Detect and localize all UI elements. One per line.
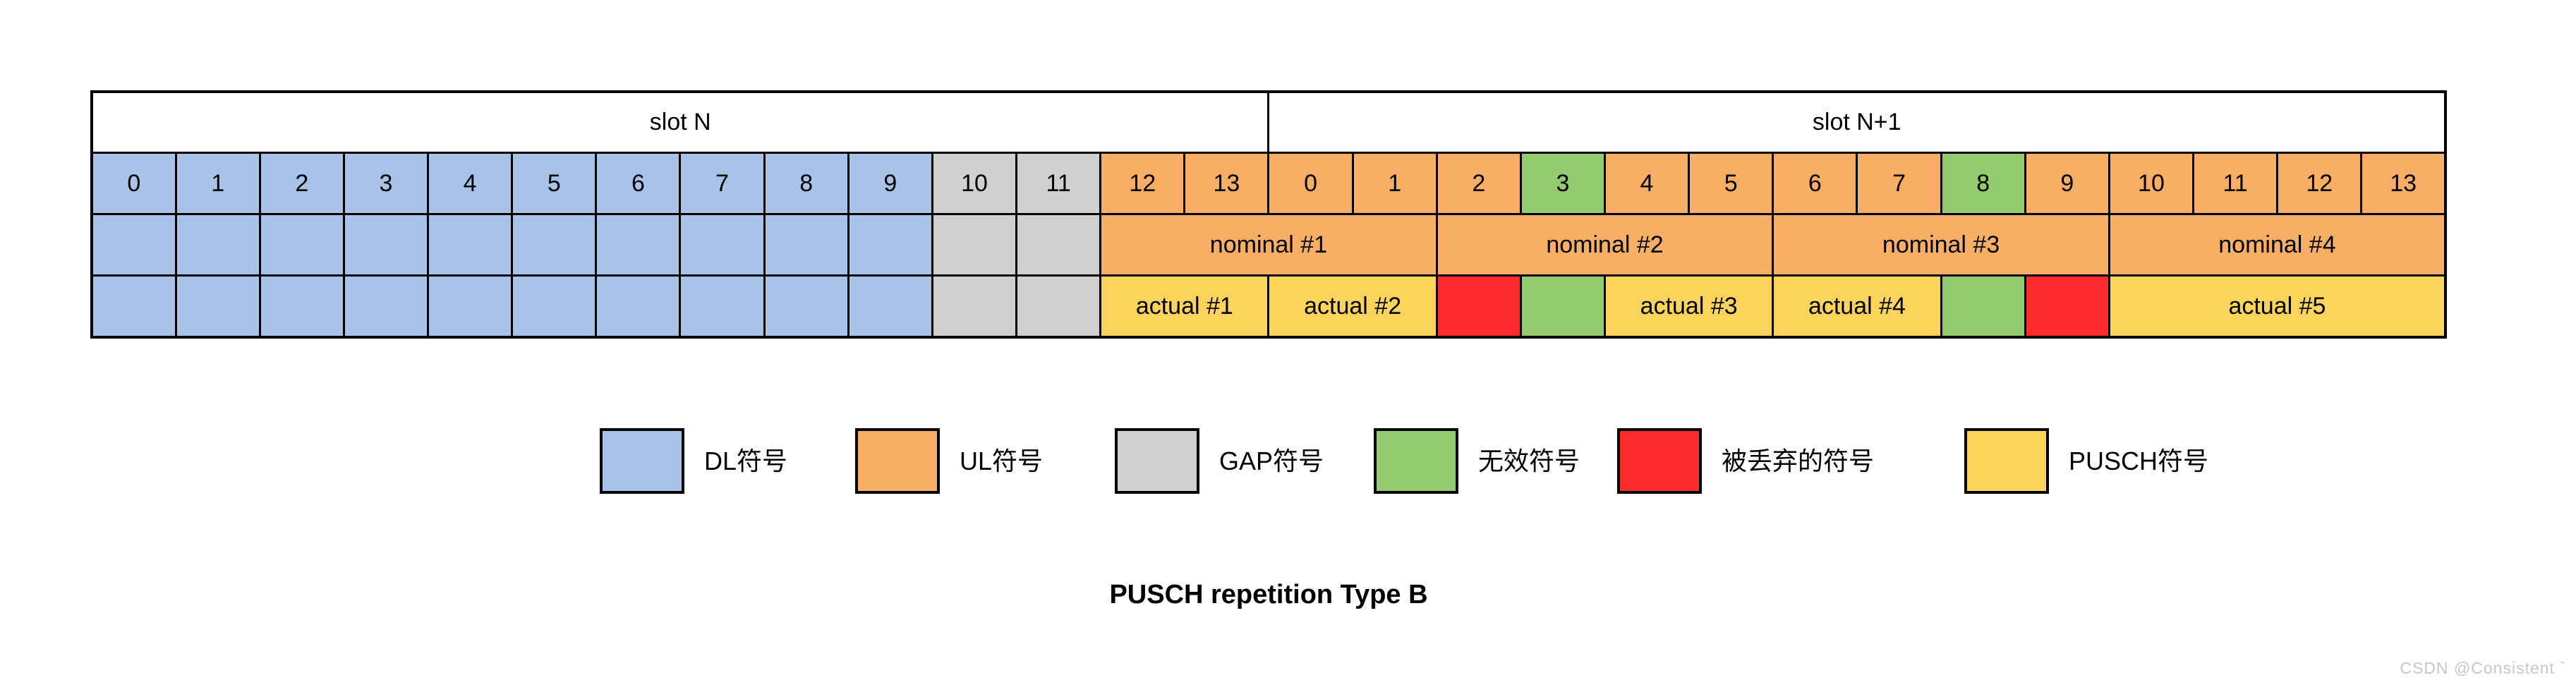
actual-dl-cell	[511, 274, 598, 339]
symbol-dl-5: 5	[511, 152, 598, 215]
actual-gap-cell	[1015, 274, 1102, 339]
symbol-ul-13: 13	[1183, 152, 1270, 215]
symbol-ul-0: 0	[1267, 152, 1354, 215]
dl-color-swatch-icon	[600, 428, 684, 494]
symbol-dl-4: 4	[427, 152, 514, 215]
nominal-ul-nominal1: nominal #1	[1099, 213, 1438, 277]
actual-pusch-actual2: actual #2	[1267, 274, 1438, 339]
actual-dl-cell	[342, 274, 430, 339]
ul-color-swatch-icon	[855, 428, 940, 494]
symbol-dl-3: 3	[342, 152, 430, 215]
legend-item-gap: GAP符号	[1115, 428, 1324, 494]
actual-dropped-cell	[1435, 274, 1522, 339]
symbol-dl-1: 1	[174, 152, 261, 215]
legend-item-dl: DL符号	[600, 428, 787, 494]
nominal-dl-cell	[258, 213, 345, 277]
actual-dl-cell	[174, 274, 261, 339]
symbol-ul-12: 12	[2276, 152, 2363, 215]
symbol-dl-8: 8	[763, 152, 849, 215]
legend-item-pusch: PUSCH符号	[1964, 428, 2208, 494]
symbol-ul-9: 9	[2024, 152, 2110, 215]
nominal-gap-cell	[931, 213, 1018, 277]
symbol-ul-1: 1	[1351, 152, 1438, 215]
actual-pusch-actual3: actual #3	[1604, 274, 1774, 339]
symbol-invalid-8: 8	[1940, 152, 2026, 215]
actual-dl-cell	[90, 274, 177, 339]
actual-dl-cell	[679, 274, 766, 339]
nominal-dl-cell	[595, 213, 682, 277]
actual-invalid-cell	[1519, 274, 1607, 339]
nominal-dl-cell	[763, 213, 849, 277]
actual-dl-cell	[763, 274, 849, 339]
symbol-ul-11: 11	[2192, 152, 2279, 215]
symbol-gap-10: 10	[931, 152, 1018, 215]
actual-pusch-actual4: actual #4	[1772, 274, 1942, 339]
symbol-dl-9: 9	[847, 152, 933, 215]
actual-dl-cell	[258, 274, 345, 339]
legend-label-gap: GAP符号	[1219, 447, 1324, 475]
legend-item-ul: UL符号	[855, 428, 1043, 494]
actual-dl-cell	[427, 274, 514, 339]
legend: DL符号 UL符号 GAP符号 无效符号 被丢弃的符号 PUSCH符号	[0, 428, 2576, 494]
legend-item-dropped: 被丢弃的符号	[1617, 428, 1874, 494]
symbol-dl-6: 6	[595, 152, 682, 215]
slot-header-row: slot N slot N+1	[90, 90, 2447, 154]
dropped-color-swatch-icon	[1617, 428, 1702, 494]
symbol-gap-11: 11	[1015, 152, 1102, 215]
slot-n-plus-1-header: slot N+1	[1267, 90, 2447, 154]
actual-dl-cell	[595, 274, 682, 339]
symbol-ul-13: 13	[2360, 152, 2447, 215]
actual-invalid-cell	[1940, 274, 2026, 339]
symbol-ul-6: 6	[1772, 152, 1858, 215]
csdn-watermark: CSDN @Consistent `	[2400, 659, 2566, 677]
nominal-gap-cell	[1015, 213, 1102, 277]
nominal-dl-cell	[174, 213, 261, 277]
symbol-ul-12: 12	[1099, 152, 1186, 215]
nominal-dl-cell	[679, 213, 766, 277]
legend-label-ul: UL符号	[960, 447, 1044, 475]
gap-color-swatch-icon	[1115, 428, 1199, 494]
nominal-dl-cell	[90, 213, 177, 277]
symbol-ul-2: 2	[1435, 152, 1522, 215]
actual-dl-cell	[847, 274, 933, 339]
actual-pusch-actual5: actual #5	[2108, 274, 2447, 339]
nominal-dl-cell	[511, 213, 598, 277]
actual-dropped-cell	[2024, 274, 2110, 339]
nominal-dl-cell	[342, 213, 430, 277]
legend-label-invalid: 无效符号	[1478, 447, 1580, 475]
legend-label-dropped: 被丢弃的符号	[1722, 447, 1875, 475]
legend-label-pusch: PUSCH符号	[2069, 447, 2209, 475]
symbol-invalid-3: 3	[1519, 152, 1607, 215]
symbol-ul-10: 10	[2108, 152, 2195, 215]
nominal-ul-nominal4: nominal #4	[2108, 213, 2447, 277]
actual-gap-cell	[931, 274, 1018, 339]
symbol-ul-7: 7	[1856, 152, 1942, 215]
symbol-ul-4: 4	[1604, 152, 1691, 215]
symbol-dl-0: 0	[90, 152, 177, 215]
symbol-ul-5: 5	[1688, 152, 1774, 215]
symbol-dl-7: 7	[679, 152, 766, 215]
legend-label-dl: DL符号	[704, 447, 788, 475]
nominal-ul-nominal2: nominal #2	[1435, 213, 1774, 277]
actual-pusch-actual1: actual #1	[1099, 274, 1270, 339]
slot-n-header: slot N	[90, 90, 1270, 154]
legend-item-invalid: 无效符号	[1374, 428, 1580, 494]
pusch-color-swatch-icon	[1964, 428, 2049, 494]
invalid-color-swatch-icon	[1374, 428, 1458, 494]
symbol-dl-2: 2	[258, 152, 345, 215]
nominal-dl-cell	[847, 213, 933, 277]
nominal-ul-nominal3: nominal #3	[1772, 213, 2110, 277]
nominal-dl-cell	[427, 213, 514, 277]
diagram-title: PUSCH repetition Type B	[1109, 580, 1428, 609]
